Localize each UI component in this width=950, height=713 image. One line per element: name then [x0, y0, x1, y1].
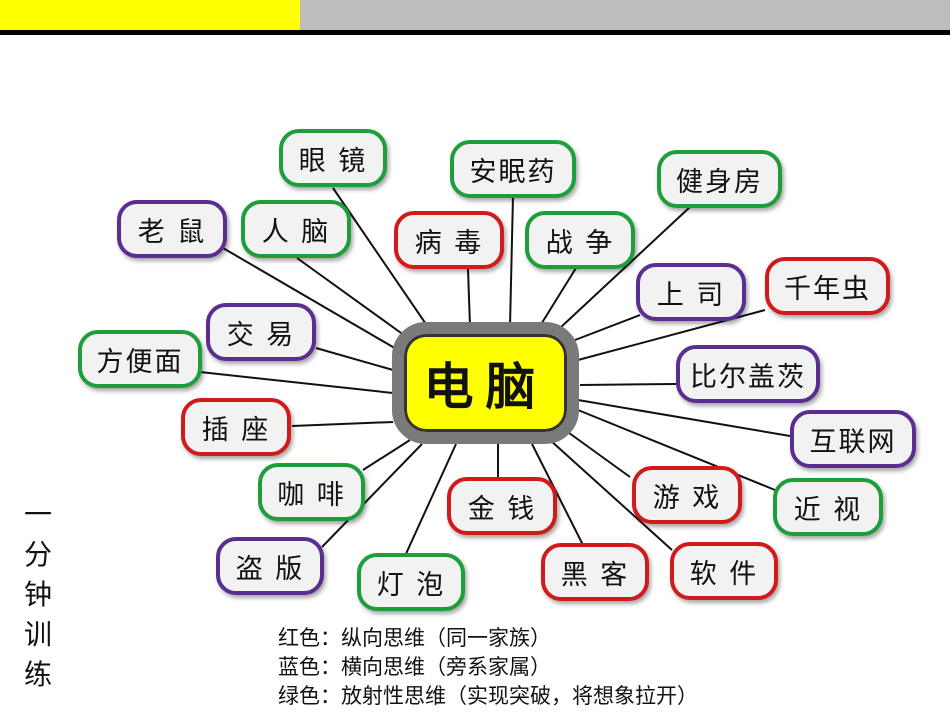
- legend-blue: 蓝色：横向思维（旁系家属）: [278, 655, 551, 679]
- link-hulianwang: [577, 399, 791, 437]
- center-label: 电脑: [423, 358, 548, 416]
- node-youxi: 游 戏: [632, 466, 742, 524]
- node-yanjing: 眼 镜: [279, 129, 387, 187]
- node-laoshu: 老 鼠: [117, 200, 227, 258]
- link-bier: [579, 383, 677, 386]
- side-title: 一 分 钟 训 练: [18, 495, 58, 695]
- link-heike: [531, 443, 584, 546]
- node-jinshi: 近 视: [773, 478, 883, 536]
- side-title-char: 一: [23, 498, 52, 531]
- legend: 红色：纵向思维（同一家族） 蓝色：横向思维（旁系家属） 绿色：放射性思维（实现突…: [278, 624, 698, 711]
- node-jianshenfang: 健身房: [657, 150, 782, 208]
- link-daoban: [321, 443, 423, 548]
- node-hulianwang: 互联网: [790, 410, 916, 468]
- link-chazuo: [291, 421, 394, 427]
- legend-red: 红色：纵向思维（同一家族）: [278, 626, 551, 650]
- side-title-char: 分: [23, 538, 52, 571]
- link-dengpao: [404, 443, 457, 557]
- link-jianshenfang: [559, 206, 691, 329]
- node-anmianyao: 安眠药: [450, 140, 576, 198]
- node-bier: 比尔盖茨: [676, 345, 820, 403]
- node-qiannianchong: 千年虫: [765, 257, 890, 315]
- node-ruanjian: 软 件: [670, 542, 778, 600]
- node-jiaoyi: 交 易: [206, 303, 316, 361]
- link-jiaoyi: [315, 347, 394, 371]
- link-laoshu: [222, 247, 399, 351]
- link-zhanzheng: [539, 267, 577, 327]
- header-bar-yellow: [0, 0, 300, 30]
- node-shangsi: 上 司: [636, 263, 746, 321]
- side-title-char: 训: [23, 618, 52, 651]
- side-title-char: 练: [23, 658, 52, 691]
- side-title-char: 钟: [23, 578, 52, 611]
- node-heike: 黑 客: [541, 543, 649, 601]
- node-zhanzheng: 战 争: [525, 211, 635, 269]
- node-kafei: 咖 啡: [258, 463, 365, 521]
- node-bingdu: 病 毒: [394, 211, 504, 269]
- link-rennao: [296, 257, 409, 339]
- node-dengpao: 灯 泡: [357, 553, 465, 611]
- link-shangsi: [574, 314, 641, 341]
- center-node: 电脑: [392, 322, 579, 444]
- link-ruanjian: [549, 439, 673, 551]
- header-bar-gray: [300, 0, 950, 30]
- link-anmianyao: [509, 195, 514, 327]
- header-divider: [0, 30, 950, 35]
- legend-green: 绿色：放射性思维（实现突破，将想象拉开）: [278, 684, 698, 708]
- node-chazuo: 插 座: [181, 398, 291, 456]
- link-bingdu: [467, 268, 471, 327]
- node-rennao: 人 脑: [241, 200, 351, 258]
- link-fangbianmian: [199, 371, 394, 394]
- link-youxi: [564, 429, 631, 478]
- node-daoban: 盗 版: [216, 537, 324, 595]
- link-jinshi: [577, 409, 776, 491]
- node-fangbianmian: 方便面: [78, 330, 202, 388]
- link-kafei: [362, 439, 411, 471]
- node-jinqian: 金 钱: [447, 477, 557, 535]
